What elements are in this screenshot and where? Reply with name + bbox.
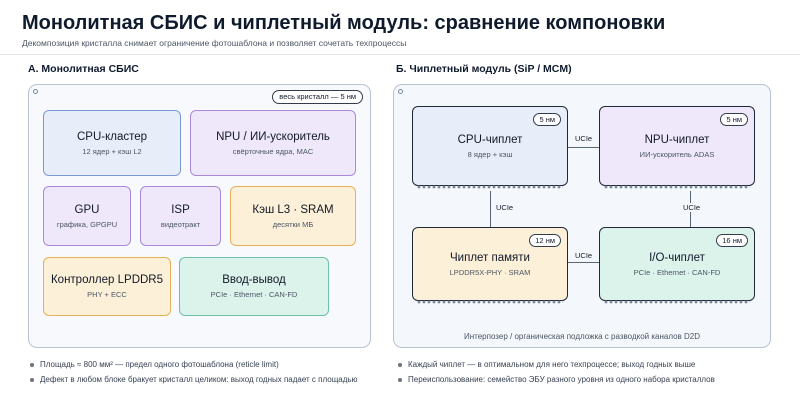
chip-desc: 8 ядер + кэш xyxy=(467,149,513,159)
monolithic-heading: А. Монолитная СБИС xyxy=(28,63,139,75)
monolithic-notes: Площадь ≈ 800 мм² — предел одного фотоша… xyxy=(30,357,358,387)
microbumps xyxy=(604,300,750,304)
note-text: Дефект в любом блоке бракует кристалл це… xyxy=(40,375,358,384)
ucie-label-right: UCIe xyxy=(681,203,703,212)
chip-name: I/O-чиплет xyxy=(649,251,705,264)
block-cpu-cluster: CPU-кластер 12 ядер + кэш L2 xyxy=(43,110,181,176)
block-desc: видеотракт xyxy=(160,219,201,229)
bullet-icon xyxy=(30,377,34,382)
chip-name: Чиплет памяти xyxy=(450,251,530,264)
interposer-label: Интерпозер / органическая подложка с раз… xyxy=(463,332,701,341)
chip-desc: ИИ-ускоритель ADAS xyxy=(639,149,715,159)
list-item: Каждый чиплет — в оптимальном для него т… xyxy=(398,357,715,372)
note-text: Площадь ≈ 800 мм² — предел одного фотоша… xyxy=(40,360,279,369)
bullet-icon xyxy=(30,362,34,367)
link-cpu-mem xyxy=(490,191,491,227)
block-lpddr5-controller: Контроллер LPDDR5 PHY + ECC xyxy=(43,257,171,316)
link-cpu-npu xyxy=(568,147,599,148)
list-item: Площадь ≈ 800 мм² — предел одного фотоша… xyxy=(30,357,358,372)
chiplet-notes: Каждый чиплет — в оптимальном для него т… xyxy=(398,357,715,387)
node-tag: 12 нм xyxy=(529,234,561,247)
chip-memory: 12 нм Чиплет памяти LPDDR5X-PHY · SRAM xyxy=(412,227,568,304)
block-gpu: GPU графика, GPGPU xyxy=(43,186,131,246)
block-name: Кэш L3 · SRAM xyxy=(252,203,334,216)
ucie-label-top: UCIe xyxy=(573,134,595,143)
chip-name: NPU-чиплет xyxy=(644,133,710,146)
package-orientation-marker-icon xyxy=(398,89,403,94)
block-desc: графика, GPGPU xyxy=(56,219,118,229)
bullet-icon xyxy=(398,362,402,367)
list-item: Дефект в любом блоке бракует кристалл це… xyxy=(30,372,358,387)
node-tag: 5 нм xyxy=(533,113,561,126)
page-title: Монолитная СБИС и чиплетный модуль: срав… xyxy=(22,12,666,34)
node-tag: 16 нм xyxy=(716,234,748,247)
block-name: GPU xyxy=(74,203,100,216)
chip-io: 16 нм I/O-чиплет PCIe · Ethernet · CAN-F… xyxy=(599,227,755,304)
block-isp: ISP видеотракт xyxy=(140,186,221,246)
block-name: CPU-кластер xyxy=(76,130,148,143)
block-name: ISP xyxy=(171,203,190,216)
block-name: Контроллер LPDDR5 xyxy=(50,274,164,286)
block-name: Ввод-вывод xyxy=(222,274,286,286)
chip-npu: 5 нм NPU-чиплет ИИ-ускоритель ADAS xyxy=(599,106,755,189)
note-text: Каждый чиплет — в оптимальном для него т… xyxy=(408,360,696,369)
list-item: Переиспользование: семейство ЭБУ разного… xyxy=(398,372,715,387)
block-desc: PCIe · Ethernet · CAN-FD xyxy=(210,290,298,299)
block-desc: десятки МБ xyxy=(272,219,314,229)
block-desc: PHY + ECC xyxy=(87,290,127,299)
microbumps xyxy=(604,185,750,189)
block-npu: NPU / ИИ-ускоритель свёрточные ядра, MAC xyxy=(190,110,356,176)
microbumps xyxy=(417,300,563,304)
chip-cpu: 5 нм CPU-чиплет 8 ядер + кэш xyxy=(412,106,568,189)
node-tag: 5 нм xyxy=(720,113,748,126)
block-desc: свёрточные ядра, MAC xyxy=(232,146,314,156)
die-orientation-marker-icon xyxy=(33,89,38,94)
chip-desc: PCIe · Ethernet · CAN-FD xyxy=(633,267,721,277)
chip-name: CPU-чиплет xyxy=(457,133,523,146)
chip-desc: LPDDR5X-PHY · SRAM xyxy=(449,267,531,277)
ucie-label-left: UCIe xyxy=(494,203,516,212)
chiplet-heading: Б. Чиплетный модуль (SiP / MCM) xyxy=(396,63,572,75)
block-l3-cache: Кэш L3 · SRAM десятки МБ xyxy=(230,186,356,246)
link-mem-io xyxy=(568,262,599,263)
block-desc: 12 ядер + кэш L2 xyxy=(82,146,142,156)
block-io: Ввод-вывод PCIe · Ethernet · CAN-FD xyxy=(179,257,329,316)
bullet-icon xyxy=(398,377,402,382)
ucie-label-bottom: UCIe xyxy=(573,251,595,260)
page-subtitle: Декомпозиция кристалла снимает ограничен… xyxy=(22,38,407,48)
die-node-tag: весь кристалл — 5 нм xyxy=(272,90,363,104)
block-name: NPU / ИИ-ускоритель xyxy=(216,130,330,143)
microbumps xyxy=(417,185,563,189)
note-text: Переиспользование: семейство ЭБУ разного… xyxy=(408,375,715,384)
header-divider xyxy=(0,54,800,55)
